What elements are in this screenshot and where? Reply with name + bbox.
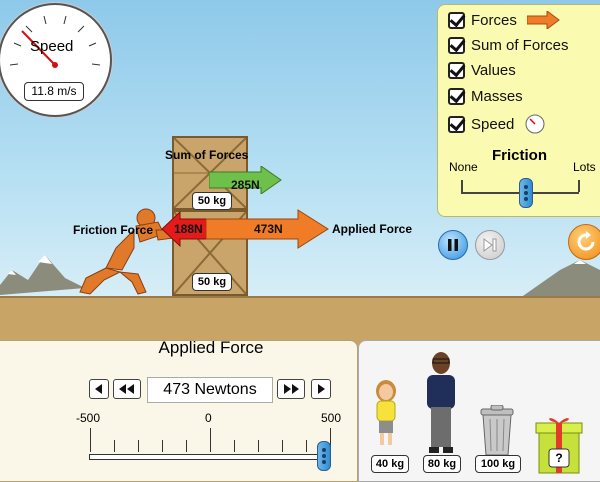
mountains [0, 255, 600, 298]
speedometer-needle [21, 30, 56, 66]
ground [0, 296, 600, 342]
reset-button[interactable] [568, 224, 600, 260]
pause-icon [448, 239, 458, 251]
friction-force-arrow [161, 210, 209, 248]
triangle-left-icon [95, 384, 102, 394]
values-checkbox-label: Values [471, 61, 516, 79]
increase-small-button[interactable] [311, 379, 331, 399]
slider-tick [282, 440, 283, 452]
forces-checkbox-label: Forces [471, 11, 517, 29]
slider-max-label: 500 [321, 411, 342, 425]
sum-of-forces-arrow [209, 166, 282, 194]
masses-checkbox[interactable] [448, 87, 465, 105]
applied-force-slider-thumb[interactable] [316, 441, 331, 471]
slider-tick [162, 440, 163, 452]
speed-checkbox[interactable] [448, 115, 465, 133]
friction-force-value: 188N [174, 222, 203, 236]
friction-tick-max [578, 180, 580, 192]
sum-of-forces-checkbox-row[interactable]: Sum of Forces [448, 34, 569, 56]
girl-icon[interactable] [369, 377, 403, 449]
slider-tick [90, 428, 91, 452]
pusher-mannequin [79, 208, 175, 295]
values-checkbox[interactable] [448, 61, 465, 79]
increase-large-button[interactable] [277, 379, 305, 399]
gift-mass-label: ? [555, 451, 563, 465]
double-triangle-left-icon [119, 384, 134, 394]
applied-force-label: Applied Force [332, 222, 413, 236]
forces-arrow-icon [526, 11, 560, 29]
decrease-small-button[interactable] [89, 379, 109, 399]
step-button[interactable] [475, 230, 505, 260]
speedometer: Speed 11.8 m/s [0, 3, 112, 117]
speedometer-dial [9, 15, 101, 68]
bottom-crate-mass: 50 kg [192, 273, 232, 291]
sum-of-forces-checkbox-label: Sum of Forces [471, 36, 569, 54]
friction-tick-min [461, 180, 463, 192]
girl-mass-label: 40 kg [371, 455, 409, 473]
sum-of-forces-checkbox[interactable] [448, 36, 465, 54]
friction-slider-thumb[interactable] [518, 178, 533, 208]
slider-tick [114, 440, 115, 452]
triangle-right-icon [318, 384, 325, 394]
objects-panel: 40 kg 80 kg 100 kg ? [358, 340, 600, 482]
applied-force-value: 473N [254, 222, 283, 236]
slider-tick [210, 428, 211, 452]
speed-checkbox-row[interactable]: Speed [448, 113, 546, 135]
values-checkbox-row[interactable]: Values [448, 59, 516, 81]
masses-checkbox-label: Masses [471, 87, 523, 105]
speed-readout: 11.8 m/s [24, 82, 84, 101]
decrease-large-button[interactable] [113, 379, 141, 399]
speed-checkbox-label: Speed [471, 115, 515, 133]
friction-force-label: Friction Force [73, 223, 154, 237]
pause-button[interactable] [438, 230, 468, 260]
slider-tick [306, 440, 307, 452]
masses-checkbox-row[interactable]: Masses [448, 85, 523, 107]
forces-checkbox[interactable] [448, 11, 465, 29]
slider-tick [186, 440, 187, 452]
friction-lots-label: Lots [573, 160, 596, 174]
friction-none-label: None [449, 160, 478, 174]
applied-force-title: Applied Force [158, 338, 264, 357]
trash-can-icon[interactable] [477, 405, 517, 461]
reset-icon [577, 231, 595, 251]
applied-force-slider-track[interactable] [89, 454, 331, 460]
control-panel: Forces Sum of Forces Values Masses Speed… [437, 4, 600, 217]
slider-tick [234, 440, 235, 452]
man-mass-label: 80 kg [423, 455, 461, 473]
friction-title: Friction [492, 147, 547, 164]
slider-tick [330, 428, 331, 452]
mystery-gift-icon[interactable] [535, 417, 583, 477]
sum-of-forces-value: 285N [231, 178, 260, 192]
step-forward-icon [483, 238, 497, 252]
man-icon[interactable] [421, 347, 461, 459]
slider-mid-label: 0 [205, 411, 212, 425]
slider-tick [258, 440, 259, 452]
applied-force-panel: Applied Force 473 Newtons -500 0 500 [0, 338, 358, 482]
top-crate-mass: 50 kg [192, 192, 232, 210]
applied-force-value-display: 473 Newtons [147, 377, 273, 403]
slider-tick [138, 440, 139, 452]
forces-checkbox-row[interactable]: Forces [448, 9, 561, 31]
speedometer-title: Speed [30, 38, 74, 55]
slider-min-label: -500 [76, 411, 101, 425]
applied-force-arrow [206, 209, 329, 249]
double-triangle-right-icon [284, 384, 299, 394]
sum-of-forces-label: Sum of Forces [165, 148, 249, 162]
speedometer-icon [525, 114, 545, 134]
trash-can-mass-label: 100 kg [475, 455, 521, 473]
